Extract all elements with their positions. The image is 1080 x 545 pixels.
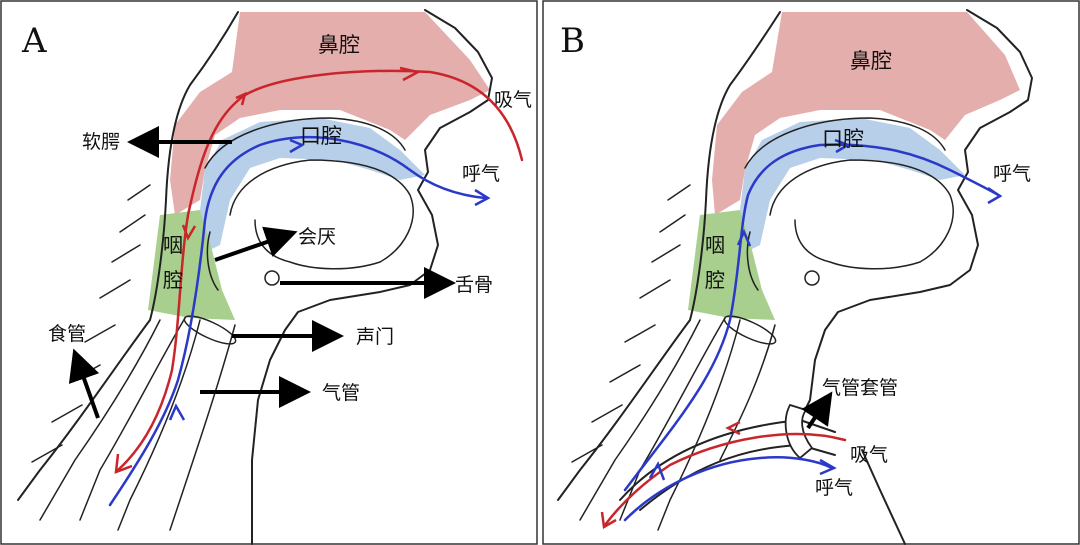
panel-b-tongue-outline — [769, 159, 954, 270]
panel-b-epiglottis-shape — [746, 231, 759, 291]
panel-b-oral-cavity-label: 口腔 — [822, 127, 864, 151]
esophagus-outline — [39, 317, 186, 521]
epiglottis-shape — [206, 231, 219, 291]
panel-a-inhale-flow — [116, 69, 524, 472]
panel-a: A 鼻腔 口腔 吸气 呼气 软腭 会厌 咽 腔 舌骨 食管 声门 气管 — [0, 0, 538, 545]
esophagus-label: 食管 — [48, 323, 86, 345]
glottis-shape — [183, 315, 237, 345]
panel-b-nasal-cavity-label: 鼻腔 — [850, 49, 892, 73]
panel-a-exhale-flow — [108, 135, 487, 507]
panel-b-hyoid-shape — [804, 270, 820, 286]
pharynx-region — [148, 210, 235, 320]
panel-a-exhale-arrowhead-oral — [289, 138, 305, 154]
epiglottis-pointer — [214, 226, 298, 262]
panel-b-pharynx-label-top: 咽 — [705, 233, 725, 257]
panel-b-spine-ticks — [571, 184, 691, 463]
trachea-outline — [117, 319, 236, 531]
panel-b-exhale-arrowhead-tube — [819, 458, 837, 476]
panel-b-palate-outline — [744, 117, 946, 169]
panel-b-nasal-cavity-region — [712, 12, 1020, 215]
panel-a-letter: A — [21, 21, 47, 61]
panel-b-exhale-flow-tube — [623, 456, 834, 522]
tracheostomy-tube — [619, 419, 836, 511]
panel-a-exhale-arrowhead-mouth — [474, 188, 491, 207]
panel-b-inhale-arrowhead-bottom — [600, 511, 617, 530]
trachea-label: 气管 — [322, 382, 360, 404]
glottis-label: 声门 — [356, 326, 394, 348]
hyoid-shape — [264, 270, 280, 286]
panel-b-glottis-shape — [723, 315, 777, 345]
nasal-cavity-region — [170, 12, 490, 215]
panel-b-exhale-bottom-label: 呼气 — [815, 477, 853, 499]
panel-a-inhale-arrowhead-esophagus — [114, 453, 133, 474]
panel-a-nasal-cavity-label: 鼻腔 — [318, 33, 360, 57]
panel-b-exhale-arrowhead-mouth — [987, 186, 1003, 205]
tracheostomy-tube-pointer — [801, 391, 833, 430]
panel-b-exhale-arrowhead-pharynx — [736, 228, 752, 247]
panel-b-pharynx-region — [688, 210, 775, 320]
tracheostomy-flange — [784, 403, 814, 460]
panel-a-exhale-label: 呼气 — [462, 163, 500, 185]
panel-b-exhale-arrowhead-oral — [834, 138, 851, 154]
hyoid-label: 舌骨 — [455, 274, 493, 296]
panel-b-inhale-arrowhead-tube — [725, 420, 741, 436]
panel-b-face-outline — [799, 9, 1033, 421]
panel-b-neck-outline — [861, 449, 906, 545]
panel-b-letter: B — [560, 21, 585, 61]
esophagus-pointer — [68, 348, 100, 419]
panel-b-exhale-flow-upper — [623, 143, 1002, 492]
palate-outline — [204, 117, 406, 169]
panel-a-inhale-arrowhead-nasopharynx — [235, 91, 247, 106]
panel-a-inhale-arrowhead-pharynx — [181, 224, 197, 241]
tongue-outline — [229, 159, 414, 270]
panel-a-pharynx-label-top: 咽 — [163, 233, 183, 257]
panel-b-inhale-flow — [603, 432, 847, 527]
panel-b-exhale-arrowhead-trachea — [648, 461, 666, 481]
panel-a-pharynx-label-bottom: 腔 — [163, 268, 183, 292]
panel-b-inhale-label: 吸气 — [850, 444, 888, 466]
panel-a-inhale-arrowhead-nose — [399, 66, 422, 82]
panel-b-pharynx-label-bottom: 腔 — [705, 268, 725, 292]
panel-a-exhale-arrowhead-trachea — [168, 403, 186, 421]
panel-b-posterior-pharynx-outline — [557, 11, 781, 501]
soft-palate-label: 软腭 — [82, 131, 120, 153]
tracheostomy-tube-label: 气管套管 — [822, 377, 898, 399]
panel-b: B 鼻腔 口腔 呼气 咽 腔 气管套管 吸气 呼气 — [542, 0, 1080, 545]
panel-b-exhale-top-label: 呼气 — [993, 163, 1031, 185]
panel-a-oral-cavity-label: 口腔 — [300, 124, 342, 148]
epiglottis-label: 会厌 — [298, 226, 336, 248]
posterior-pharynx-outline — [17, 11, 239, 501]
face-outline — [251, 9, 493, 545]
panel-a-inhale-label: 吸气 — [494, 89, 532, 111]
panel-b-esophagus-outline — [579, 317, 726, 521]
panel-a-frame — [0, 0, 538, 545]
oral-cavity-region — [200, 118, 425, 250]
panel-b-frame — [542, 0, 1080, 545]
